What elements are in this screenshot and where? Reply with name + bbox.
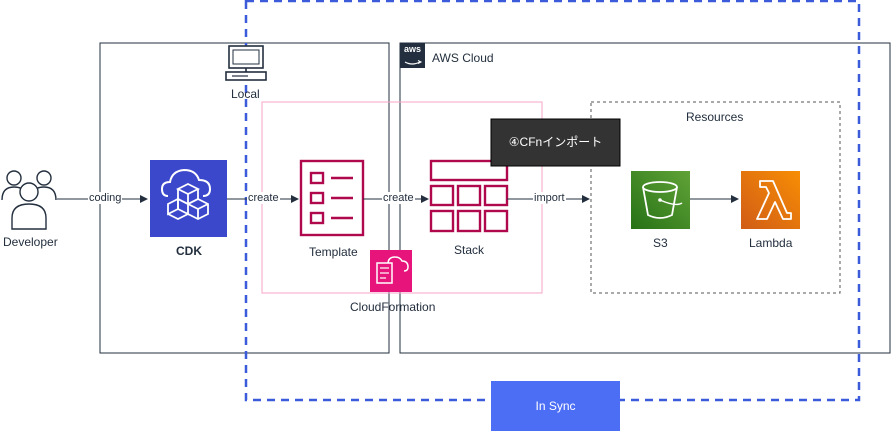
aws-badge-text: aws: [404, 44, 422, 54]
resources-group-box: [590, 101, 841, 294]
cdk-icon: [150, 160, 227, 237]
cloudformation-label: CloudFormation: [350, 300, 436, 314]
s3-label: S3: [653, 236, 668, 250]
stack-label: Stack: [454, 243, 485, 257]
edge-label-create-2: create: [382, 192, 415, 204]
cdk-label: CDK: [176, 244, 202, 258]
in-sync-label: In Sync: [535, 399, 576, 413]
s3-bucket-icon: [631, 171, 690, 229]
aws-cloud-label: AWS Cloud: [432, 51, 494, 65]
developer-label: Developer: [3, 235, 58, 249]
template-label: Template: [309, 245, 358, 259]
local-label: Local: [231, 87, 260, 101]
edge-label-coding: coding: [88, 192, 123, 204]
cfn-import-box: [490, 118, 621, 167]
computer-icon: [225, 45, 267, 81]
lambda-label: Lambda: [749, 236, 793, 250]
edge-label-create-1: create: [247, 192, 280, 204]
stack-icon: [429, 159, 509, 233]
lambda-icon: [741, 171, 800, 229]
cfn-import-label: ④CFnインポート: [508, 135, 603, 149]
users-icon: [1, 170, 57, 230]
template-icon: [299, 159, 365, 237]
edge-label-import: import: [533, 192, 566, 204]
in-sync-box: [491, 381, 620, 431]
resources-label: Resources: [686, 110, 744, 124]
cloudformation-icon: [370, 250, 412, 292]
